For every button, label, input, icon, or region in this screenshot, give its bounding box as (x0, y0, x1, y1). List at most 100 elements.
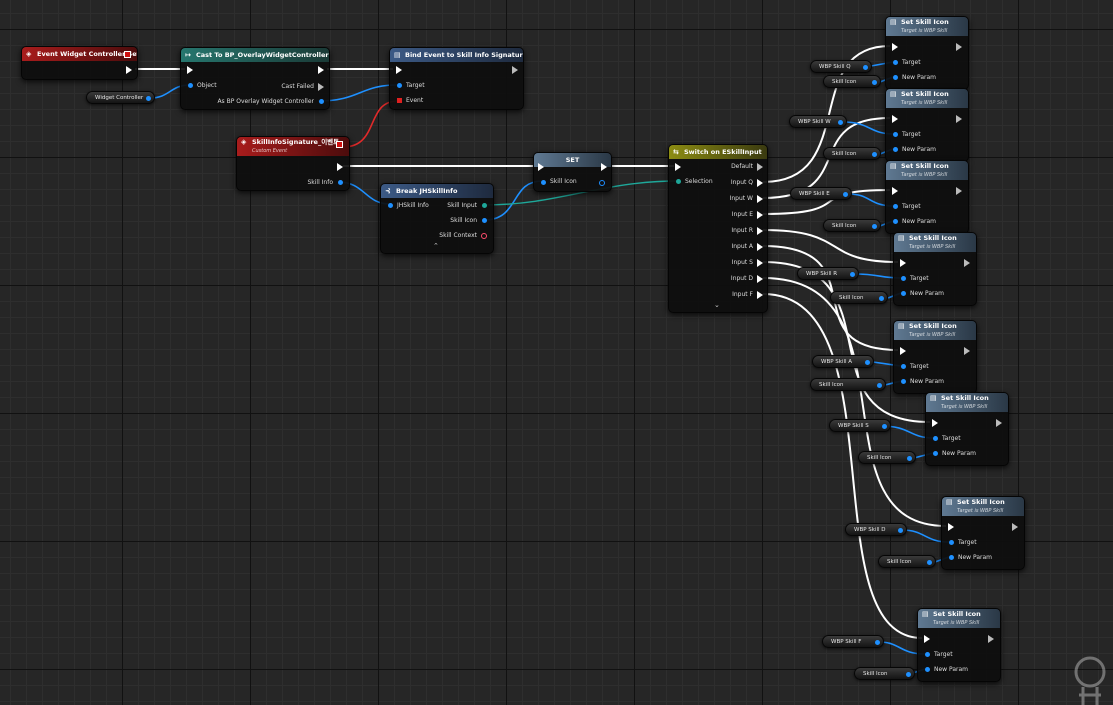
exec-in-pin[interactable] (892, 115, 898, 123)
collapse-chevron-icon[interactable]: ⌃ (433, 242, 439, 250)
switch-out-pin[interactable] (757, 243, 763, 251)
variable-out-pin[interactable] (872, 80, 877, 85)
variable-out-pin[interactable] (863, 65, 868, 70)
skill-icon-variable[interactable]: Skill Icon (823, 75, 881, 88)
bind-event-skill-info-node[interactable]: ▤Bind Event to Skill Info Signature Targ… (389, 47, 524, 110)
variable-out-pin[interactable] (906, 672, 911, 677)
switch-out-pin[interactable] (757, 211, 763, 219)
exec-out-pin[interactable] (956, 43, 962, 51)
new-param-in-pin[interactable] (901, 291, 906, 296)
variable-out-pin[interactable] (879, 296, 884, 301)
skill-icon-variable[interactable]: Skill Icon (823, 147, 881, 160)
wbp-skill-d-variable[interactable]: WBP Skill D (845, 523, 907, 536)
exec-in-pin[interactable] (932, 419, 938, 427)
cast-failed-pin[interactable] (318, 83, 324, 91)
exec-out-pin[interactable] (318, 66, 324, 74)
skill-icon-out-pin[interactable] (482, 218, 487, 223)
switch-out-pin[interactable] (757, 179, 763, 187)
exec-in-pin[interactable] (948, 523, 954, 531)
target-in-pin[interactable] (397, 83, 402, 88)
wbp-skill-q-variable[interactable]: WBP Skill Q (810, 60, 872, 73)
exec-in-pin[interactable] (187, 66, 193, 74)
skill-icon-variable[interactable]: Skill Icon (858, 451, 916, 464)
widget-controller-variable[interactable]: Widget Controller (86, 91, 155, 104)
selection-in-pin[interactable] (676, 179, 681, 184)
skill-icon-in-pin[interactable] (541, 180, 546, 185)
new-param-in-pin[interactable] (893, 147, 898, 152)
exec-out-pin[interactable] (964, 347, 970, 355)
expand-chevron-icon[interactable]: ⌄ (714, 301, 720, 309)
skill-info-out-pin[interactable] (338, 180, 343, 185)
variable-out-pin[interactable] (877, 383, 882, 388)
new-param-in-pin[interactable] (933, 451, 938, 456)
exec-out-pin[interactable] (1012, 523, 1018, 531)
exec-out-pin[interactable] (337, 163, 343, 171)
new-param-in-pin[interactable] (901, 379, 906, 384)
switch-out-pin[interactable] (757, 163, 763, 171)
exec-in-pin[interactable] (675, 163, 681, 171)
switch-on-eskillinput-node[interactable]: ⇆Switch on ESkillInput Selection Default… (668, 144, 768, 313)
target-in-pin[interactable] (893, 204, 898, 209)
exec-in-pin[interactable] (900, 347, 906, 355)
variable-out-pin[interactable] (850, 272, 855, 277)
switch-out-pin[interactable] (757, 227, 763, 235)
break-jhskillinfo-node[interactable]: ⊰Break JHSkillInfo JHSkill Info Skill In… (380, 183, 494, 254)
target-in-pin[interactable] (893, 132, 898, 137)
variable-out-pin[interactable] (843, 192, 848, 197)
object-in-pin[interactable] (188, 83, 193, 88)
variable-out-pin[interactable] (146, 96, 151, 101)
exec-out-pin[interactable] (126, 66, 132, 74)
variable-out-pin[interactable] (882, 424, 887, 429)
event-widget-controller-set-node[interactable]: ◈Event Widget Controller Set (21, 46, 138, 80)
skill-icon-variable[interactable]: Skill Icon (810, 378, 886, 391)
wbp-skill-s-variable[interactable]: WBP Skill S (829, 419, 891, 432)
exec-in-pin[interactable] (892, 187, 898, 195)
target-in-pin[interactable] (893, 60, 898, 65)
delegate-pin[interactable] (336, 141, 343, 148)
exec-in-pin[interactable] (396, 66, 402, 74)
delegate-pin[interactable] (124, 51, 131, 58)
skill-icon-variable[interactable]: Skill Icon (854, 667, 915, 680)
skill-icon-out-pin[interactable] (599, 180, 605, 186)
exec-out-pin[interactable] (964, 259, 970, 267)
exec-in-pin[interactable] (900, 259, 906, 267)
skill-context-out-pin[interactable] (481, 233, 487, 239)
skill-input-out-pin[interactable] (482, 203, 487, 208)
variable-out-pin[interactable] (872, 224, 877, 229)
skill-info-in-pin[interactable] (388, 203, 393, 208)
switch-out-pin[interactable] (757, 195, 763, 203)
exec-out-pin[interactable] (956, 187, 962, 195)
exec-out-pin[interactable] (988, 635, 994, 643)
variable-out-pin[interactable] (927, 560, 932, 565)
exec-out-pin[interactable] (601, 163, 607, 171)
new-param-in-pin[interactable] (893, 75, 898, 80)
wbp-skill-f-variable[interactable]: WBP Skill F (822, 635, 884, 648)
variable-out-pin[interactable] (907, 456, 912, 461)
exec-in-pin[interactable] (538, 163, 544, 171)
skill-icon-variable[interactable]: Skill Icon (830, 291, 888, 304)
event-in-pin[interactable] (397, 98, 402, 103)
exec-out-pin[interactable] (996, 419, 1002, 427)
skill-icon-variable[interactable]: Skill Icon (823, 219, 881, 232)
exec-in-pin[interactable] (924, 635, 930, 643)
variable-out-pin[interactable] (898, 528, 903, 533)
switch-out-pin[interactable] (757, 291, 763, 299)
new-param-in-pin[interactable] (893, 219, 898, 224)
new-param-in-pin[interactable] (925, 667, 930, 672)
skill-icon-variable[interactable]: Skill Icon (878, 555, 936, 568)
as-controller-out-pin[interactable] (319, 99, 324, 104)
exec-out-pin[interactable] (512, 66, 518, 74)
set-skill-icon-variable-node[interactable]: SET Skill Icon (533, 152, 612, 192)
wbp-skill-r-variable[interactable]: WBP Skill R (797, 267, 859, 280)
switch-out-pin[interactable] (757, 259, 763, 267)
variable-out-pin[interactable] (872, 152, 877, 157)
